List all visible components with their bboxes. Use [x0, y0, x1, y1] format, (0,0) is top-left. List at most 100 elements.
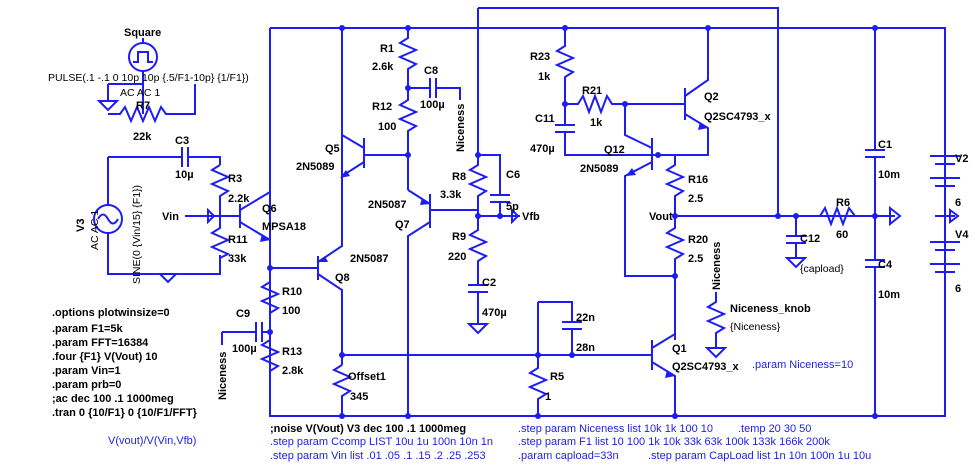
svg-text:Q8: Q8 [335, 272, 350, 284]
svg-text:60: 60 [836, 229, 848, 241]
svg-text:MPSA18: MPSA18 [262, 221, 306, 233]
svg-text:R21: R21 [582, 85, 602, 97]
svg-text:.param F1=5k: .param F1=5k [52, 323, 124, 335]
svg-text:2N5089: 2N5089 [296, 161, 335, 173]
vin-netlabel: Vin [162, 207, 220, 225]
svg-text:2.5: 2.5 [688, 193, 703, 205]
svg-text:R10: R10 [282, 286, 302, 298]
square-name: Square [124, 27, 161, 39]
v3-source: V3 AC AC 1 SINE(0 {Vin/15} {F1}) [75, 156, 221, 284]
svg-text:2.2k: 2.2k [228, 193, 250, 205]
r21-resistor: R21 1k [565, 85, 685, 129]
q6-transistor: Q6 MPSA18 [220, 28, 306, 268]
svg-text:1k: 1k [538, 71, 551, 83]
c12-capacitor: C12 {capload} [786, 216, 844, 275]
offset1-resistor: Offset1 345 [331, 364, 386, 416]
niceness-label-left: Niceness [217, 352, 229, 400]
svg-text:.param Niceness=10: .param Niceness=10 [752, 359, 853, 371]
svg-text:2N5087: 2N5087 [350, 253, 389, 265]
svg-text:R23: R23 [530, 51, 550, 63]
svg-text:3.3k: 3.3k [440, 189, 462, 201]
svg-text:R20: R20 [688, 234, 708, 246]
vfb-netlabel: Vfb [522, 211, 540, 223]
svg-text:5p: 5p [506, 201, 519, 213]
q5-transistor: Q5 2N5089 [296, 28, 408, 246]
svg-text:2.6k: 2.6k [372, 61, 394, 73]
svg-text:R1: R1 [380, 43, 394, 55]
svg-text:.step param F1 list 10 100 1k: .step param F1 list 10 100 1k 10k 33k 63… [518, 436, 830, 448]
svg-text:V4: V4 [955, 229, 969, 241]
svg-text:345: 345 [350, 391, 368, 403]
svg-text:R9: R9 [452, 231, 466, 243]
svg-text:470µ: 470µ [530, 143, 555, 155]
svg-text:100µ: 100µ [232, 343, 257, 355]
svg-text:Q2: Q2 [704, 91, 719, 103]
square-pulse: PULSE(.1 -.1 0 10p 10p {.5/F1-10p} {1/F1… [48, 72, 249, 84]
svg-text:C8: C8 [424, 65, 438, 77]
c8-capacitor: C8 100µ Niceness [408, 65, 467, 152]
svg-text:C2: C2 [482, 277, 496, 289]
c1-c4-supply-caps: C1 10m C4 10m [865, 25, 900, 419]
svg-text:R13: R13 [282, 346, 302, 358]
svg-text:R11: R11 [228, 234, 248, 246]
svg-text:.options plotwinsize=0: .options plotwinsize=0 [52, 307, 170, 319]
svg-text:.param FFT=16384: .param FFT=16384 [52, 337, 149, 349]
svg-text:2.5: 2.5 [688, 253, 703, 265]
svg-text:Q7: Q7 [395, 219, 410, 231]
r16-r20-output: R16 2.5 R20 2.5 Vout [649, 155, 870, 340]
svg-text:Q2SC4793_x: Q2SC4793_x [704, 111, 772, 123]
svg-text:C6: C6 [506, 169, 520, 181]
r7-name: R7 [136, 100, 150, 112]
vout-netlabel: Vout [649, 211, 673, 223]
svg-text:Niceness_knob: Niceness_knob [730, 303, 811, 315]
svg-text:2N5089: 2N5089 [580, 163, 619, 175]
svg-text:{Niceness}: {Niceness} [730, 321, 781, 333]
svg-text:Q6: Q6 [262, 203, 277, 215]
svg-text:Q12: Q12 [604, 144, 625, 156]
svg-text:220: 220 [448, 251, 466, 263]
svg-text:.step param Niceness list 10k: .step param Niceness list 10k 1k 100 10 [518, 423, 713, 435]
v3-name: V3 [75, 219, 87, 232]
svg-text:2N5087: 2N5087 [368, 199, 407, 211]
svg-text:Niceness: Niceness [711, 242, 723, 290]
svg-text:.temp 20 30 50: .temp 20 30 50 [738, 423, 811, 435]
svg-text:;ac dec 100 .1 1000meg: ;ac dec 100 .1 1000meg [52, 393, 174, 405]
svg-text:Vin: Vin [162, 211, 179, 223]
svg-text:Q5: Q5 [325, 143, 340, 155]
svg-text:V2: V2 [955, 153, 968, 165]
r8-r9-c2-feedback: R8 3.3k C6 5p R9 220 C2 470µ Vfb [440, 152, 540, 334]
svg-text:R16: R16 [688, 174, 708, 186]
svg-text:6: 6 [955, 283, 961, 295]
svg-text:R12: R12 [372, 101, 392, 113]
r23-c11-stage: R23 1k C11 470µ [530, 28, 652, 156]
svg-text:10m: 10m [878, 289, 900, 301]
svg-text:100µ: 100µ [420, 99, 445, 111]
top-feedback-wire [478, 7, 779, 216]
svg-text:33k: 33k [228, 253, 247, 265]
junction-dots [339, 25, 711, 419]
svg-text:Q2SC4793_x: Q2SC4793_x [672, 361, 740, 373]
svg-text:.tran 0 {10/F1} 0 {10/F1/FFT}: .tran 0 {10/F1} 0 {10/F1/FFT} [52, 407, 198, 419]
svg-text:{capload}: {capload} [800, 263, 844, 275]
svg-text:C3: C3 [175, 135, 189, 147]
svg-text:1k: 1k [590, 117, 603, 129]
r7-value: 22k [133, 131, 152, 143]
r5-c22n-q1: R5 1 22n 28n Q1 Q2SC4793_x [339, 301, 740, 416]
svg-text:.param prb=0: .param prb=0 [52, 379, 121, 391]
svg-text:R5: R5 [550, 371, 564, 383]
svg-text:R6: R6 [836, 197, 850, 209]
v3-sine: SINE(0 {Vin/15} {F1}) [131, 185, 143, 284]
r6-resistor: R6 60 [819, 197, 902, 241]
v3-ac: AC AC 1 [89, 210, 101, 250]
spice-directives-bottom: ;noise V(Vout) V3 dec 100 .1 1000meg .st… [270, 359, 871, 462]
svg-text:.step param CapLoad list 1n 10: .step param CapLoad list 1n 10n 100n 1u … [648, 450, 871, 462]
r3-r11-divider: R3 2.2k R11 33k [209, 164, 250, 265]
svg-text:.step param Vin list .01 .05 .: .step param Vin list .01 .05 .1 .15 .2 .… [270, 450, 486, 462]
svg-text:28n: 28n [576, 342, 595, 354]
svg-text:.param capload=33n: .param capload=33n [518, 450, 619, 462]
niceness-knob: Niceness Niceness_knob {Niceness} [705, 242, 811, 358]
q7-transistor: 2N5087 Q7 [368, 189, 478, 416]
square-source: Square PULSE(.1 -.1 0 10p 10p {.5/F1-10p… [48, 27, 249, 143]
svg-text:2.8k: 2.8k [282, 365, 304, 377]
svg-text:R8: R8 [452, 171, 466, 183]
